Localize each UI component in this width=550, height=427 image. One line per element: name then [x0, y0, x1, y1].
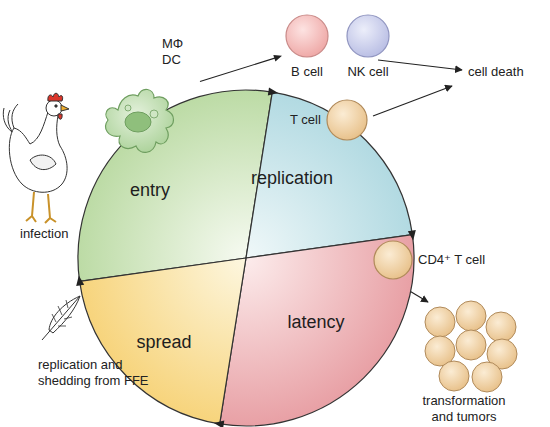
macrophage-cell: MΦ DC [98, 30, 200, 165]
node-shape [342, 12, 394, 84]
cell-node: B cell [282, 12, 332, 84]
process-arrow [200, 55, 282, 82]
cell-label: CD4⁺ T cell [418, 252, 485, 268]
node-shape [372, 238, 502, 282]
cell-shape [286, 15, 328, 57]
tumor-cluster [425, 301, 517, 392]
annotation-label: replication and shedding from FFE [38, 357, 166, 389]
node-shape [78, 90, 414, 426]
phase-sector: entry [78, 90, 414, 426]
node-shape [78, 90, 414, 426]
cell-label: B cell [282, 64, 332, 80]
phase-sector: spread [78, 90, 414, 426]
phase-label: spread [136, 334, 191, 350]
phase-label: replication [251, 170, 333, 186]
node-shape [282, 12, 332, 84]
cell-shape [374, 241, 412, 279]
cell-shape [347, 15, 389, 57]
cell-label: NK cell [342, 64, 394, 80]
sector-shape [78, 90, 272, 281]
macrophage-shape [106, 89, 174, 152]
annotation-label: cell death [468, 64, 548, 80]
node-shape [78, 90, 414, 426]
cycle-arrowhead [76, 88, 416, 427]
feather-illustration [42, 296, 80, 340]
node-shape [78, 90, 414, 426]
sector-shape [246, 92, 412, 258]
cell-shape [327, 100, 367, 140]
node-shape [290, 98, 368, 142]
chicken-illustration [3, 93, 69, 223]
phase-label: latency [287, 314, 344, 330]
cell-node: NK cell [342, 12, 394, 84]
node-shape [98, 30, 200, 165]
sector-shape [80, 258, 246, 424]
sector-shape [220, 235, 414, 426]
cell-node: T cell [290, 98, 368, 142]
phase-label: entry [130, 182, 170, 198]
annotation-label: transformation and tumors [412, 393, 516, 425]
process-arrow [373, 60, 462, 302]
cell-node: CD4⁺ T cell [372, 238, 502, 282]
phase-sector: replication [78, 90, 414, 426]
arrow-head [273, 55, 282, 62]
cell-label: MΦ DC [162, 36, 190, 68]
annotation-label: infection [20, 226, 90, 242]
phase-sector: latency [78, 90, 414, 426]
cell-label: T cell [290, 112, 321, 128]
arrow-line [200, 58, 276, 82]
